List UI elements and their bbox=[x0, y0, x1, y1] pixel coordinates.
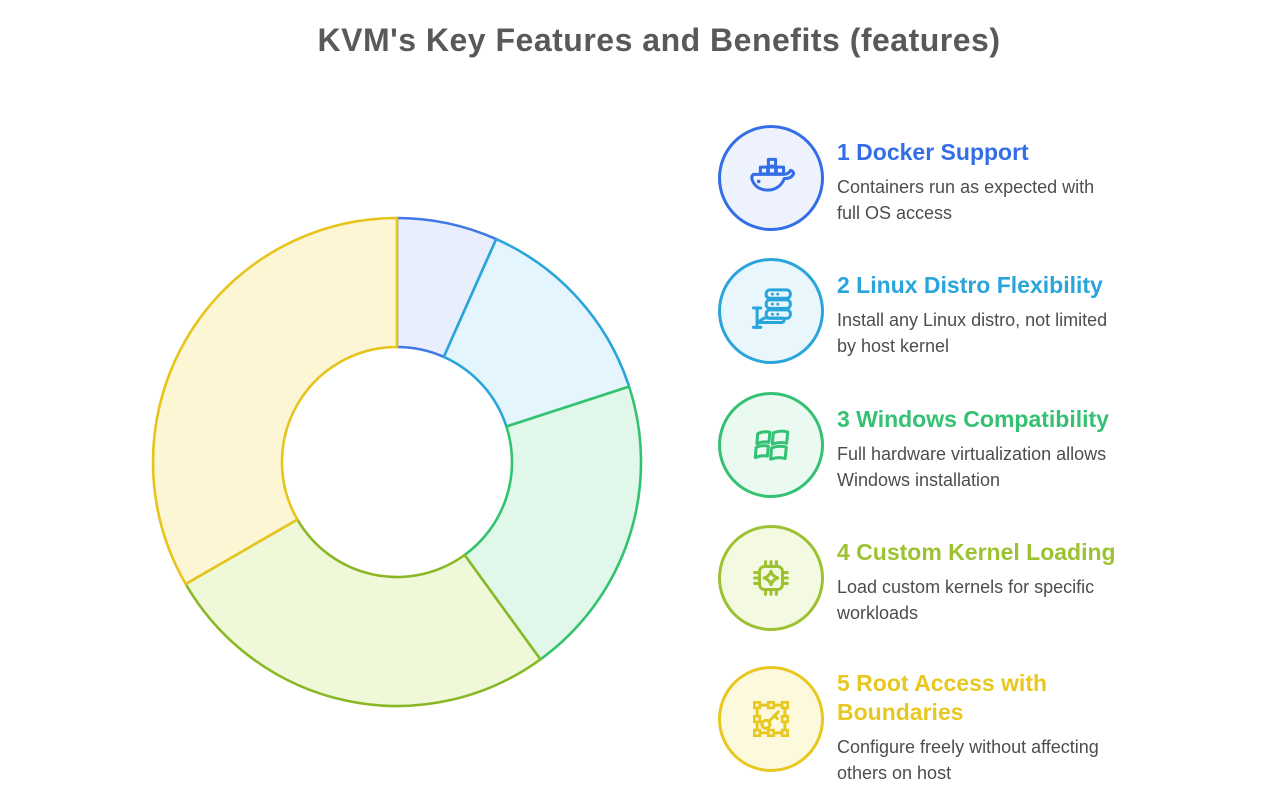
donut-chart bbox=[151, 216, 643, 708]
feature-title: 3 Windows Compatibility bbox=[837, 406, 1109, 432]
docker-icon-circle bbox=[718, 125, 824, 231]
donut-slice-5-root-access-with-boundaries bbox=[151, 216, 399, 586]
feature-item-docker-support: 1 Docker Support Containers run as expec… bbox=[718, 125, 1188, 231]
feature-item-windows-compatibility: 3 Windows Compatibility Full hardware vi… bbox=[718, 392, 1188, 498]
docker-whale-icon bbox=[750, 157, 796, 192]
feature-item-linux-distro: 2 Linux Distro Flexibility Install any L… bbox=[718, 258, 1188, 364]
feature-text: 3 Windows Compatibility Full hardware vi… bbox=[837, 392, 1182, 493]
feature-description: Configure freely without affecting other… bbox=[837, 737, 1099, 783]
feature-item-root-access: 5 Root Access with Boundaries Configure … bbox=[718, 666, 1188, 786]
server-stack-hand-icon bbox=[751, 288, 792, 329]
page-title: KVM's Key Features and Benefits (feature… bbox=[317, 22, 1001, 58]
feature-title: 5 Root Access with Boundaries bbox=[837, 670, 1048, 725]
cpu-chip-icon bbox=[753, 560, 789, 596]
feature-description: Load custom kernels for specific workloa… bbox=[837, 577, 1095, 623]
root-access-icon-circle bbox=[718, 666, 824, 772]
feature-description: Install any Linux distro, not limited by… bbox=[837, 310, 1108, 356]
feature-title: 1 Docker Support bbox=[837, 139, 1029, 165]
feature-description: Containers run as expected with full OS … bbox=[837, 177, 1095, 223]
feature-item-custom-kernel: 4 Custom Kernel Loading Load custom kern… bbox=[718, 525, 1188, 631]
feature-text: 5 Root Access with Boundaries Configure … bbox=[837, 666, 1182, 786]
feature-title: 4 Custom Kernel Loading bbox=[837, 539, 1116, 565]
donut-slice-2-linux-distro-flexibility bbox=[442, 237, 631, 428]
feature-text: 2 Linux Distro Flexibility Install any L… bbox=[837, 258, 1182, 359]
feature-text: 1 Docker Support Containers run as expec… bbox=[837, 125, 1182, 226]
windows-logo-icon bbox=[753, 429, 790, 461]
key-frame-icon bbox=[752, 700, 790, 738]
feature-text: 4 Custom Kernel Loading Load custom kern… bbox=[837, 525, 1182, 626]
feature-description: Full hardware virtualization allows Wind… bbox=[837, 444, 1107, 490]
donut-slice-4-custom-kernel-loading bbox=[184, 518, 542, 708]
linux-icon-circle bbox=[718, 258, 824, 364]
donut-slice-3-windows-compatibility bbox=[463, 385, 643, 661]
windows-icon-circle bbox=[718, 392, 824, 498]
feature-title: 2 Linux Distro Flexibility bbox=[837, 272, 1103, 298]
kernel-icon-circle bbox=[718, 525, 824, 631]
